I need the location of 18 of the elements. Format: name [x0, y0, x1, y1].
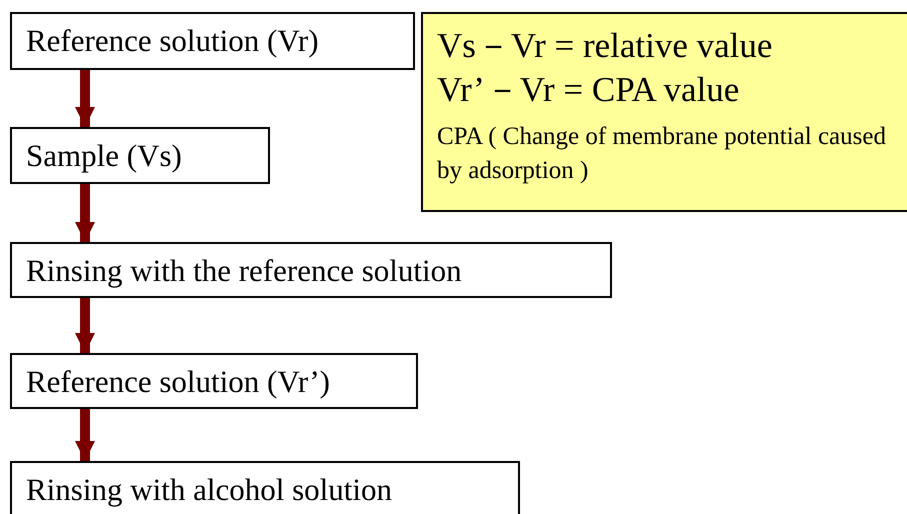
- arrow: [75, 184, 95, 242]
- arrow: [75, 409, 95, 461]
- process-box: [10, 242, 612, 298]
- process-box: [10, 353, 418, 409]
- step-label: Reference solution (Vr’): [26, 363, 330, 401]
- process-box: [10, 12, 415, 70]
- step-label: Sample (Vs): [26, 137, 182, 175]
- step-label: Reference solution (Vr): [26, 22, 319, 60]
- definition-text: CPA ( Change of membrane potential caused by adsorption ): [437, 122, 887, 186]
- arrow: [75, 298, 95, 353]
- step-label: Rinsing with the reference solution: [26, 252, 462, 290]
- formula-text: Vs－Vr = relative value: [437, 25, 774, 67]
- process-box: [10, 461, 520, 514]
- formula-text: Vr’－Vr = CPA value: [437, 69, 740, 111]
- note-box: [421, 12, 907, 212]
- process-box: [10, 127, 270, 184]
- step-label: Rinsing with alcohol solution: [26, 471, 392, 509]
- arrow: [75, 70, 95, 127]
